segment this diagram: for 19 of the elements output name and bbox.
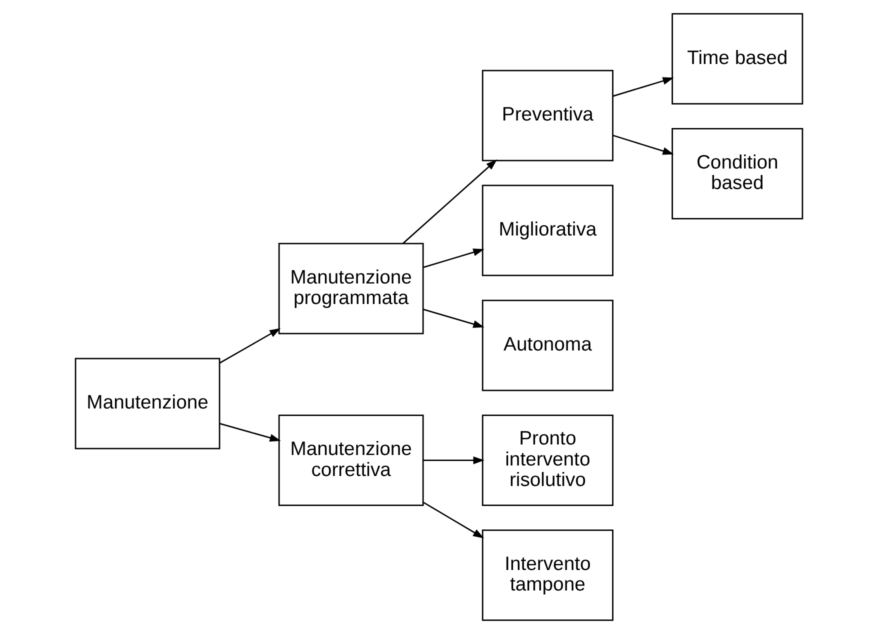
- arrow: [402, 159, 498, 244]
- arrow: [423, 248, 484, 268]
- node-box: Manutenzione correttiva: [278, 414, 424, 506]
- node-box: Autonoma: [482, 300, 614, 392]
- arrow: [219, 328, 281, 364]
- node-box: Condition based: [672, 128, 804, 220]
- arrow: [423, 308, 484, 328]
- arrow: [220, 422, 281, 442]
- arrow: [612, 77, 674, 97]
- node-box: Intervento tampone: [482, 530, 614, 621]
- node-box: Preventiva: [482, 70, 614, 162]
- arrow: [612, 134, 674, 155]
- arrow: [423, 502, 484, 538]
- node-box: Pronto intervento risolutivo: [482, 414, 614, 506]
- node-box: Time based: [672, 13, 804, 104]
- node-box: Manutenzione: [74, 358, 220, 450]
- node-box: Migliorativa: [482, 184, 614, 276]
- arrow: [424, 456, 484, 464]
- node-box: Manutenzione programmata: [278, 242, 424, 334]
